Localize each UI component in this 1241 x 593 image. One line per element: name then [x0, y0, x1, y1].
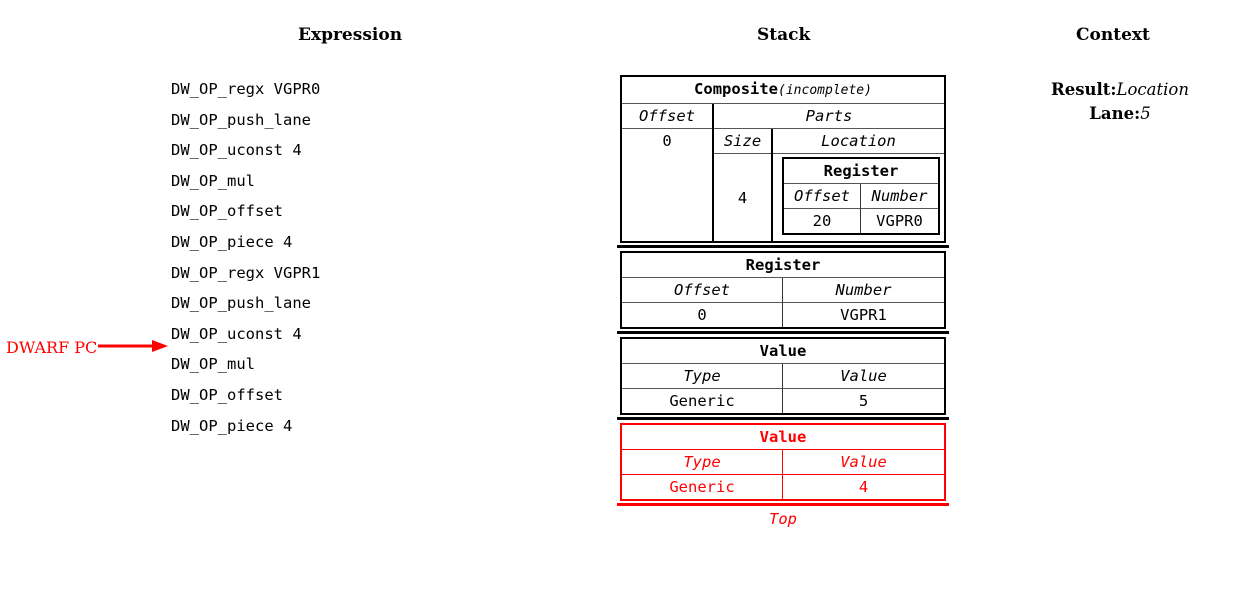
- stack-divider: [617, 245, 949, 248]
- value-value-header: Value: [783, 364, 944, 389]
- page-title-context: Context: [1076, 25, 1150, 45]
- register-number-header: Number: [783, 278, 944, 303]
- nested-register-title: Register: [784, 159, 938, 184]
- composite-incomplete-note: (incomplete): [778, 83, 872, 98]
- stack-top-caption: Top: [769, 510, 797, 528]
- expression-line: DW_OP_piece 4: [171, 232, 293, 251]
- register-number-value: VGPR1: [840, 306, 887, 324]
- value-top-value-header: Value: [783, 450, 944, 475]
- expression-line: DW_OP_uconst 4: [171, 324, 302, 343]
- register-box: Register Offset Number 0 VGPR1: [620, 251, 946, 329]
- composite-offset-value: 0: [662, 132, 672, 150]
- context-lane-label: Lane:: [1089, 104, 1141, 123]
- arrow-right-icon: [98, 338, 170, 357]
- register-offset-value: 0: [622, 303, 783, 327]
- value-top-type-value: Generic: [622, 475, 783, 499]
- context-block: Result:Location Lane:5: [1008, 78, 1232, 126]
- stack-entry-register[interactable]: Register Offset Number 0 VGPR1: [617, 251, 949, 334]
- context-result-row: Result:Location: [1008, 78, 1232, 102]
- composite-parts-header: Parts: [714, 104, 944, 129]
- value-value-value: 5: [858, 392, 869, 410]
- stack-entry-value-top[interactable]: Value Type Value Generic 4 Top: [617, 423, 949, 529]
- stack-entry-composite[interactable]: Composite(incomplete) Offset 0 Parts Siz…: [617, 75, 949, 248]
- dwarf-pc-marker: DWARF PC: [6, 338, 170, 357]
- stack-divider: [617, 331, 949, 334]
- expression-line: DW_OP_uconst 4: [171, 141, 302, 160]
- page-title-expression: Expression: [298, 25, 403, 45]
- value-type-header: Type: [622, 364, 783, 389]
- composite-title: Composite(incomplete): [622, 77, 944, 104]
- value-type-value: Generic: [622, 389, 783, 413]
- composite-box: Composite(incomplete) Offset 0 Parts Siz…: [620, 75, 946, 243]
- expression-line: DW_OP_push_lane: [171, 294, 311, 313]
- nested-register-number-header: Number: [861, 184, 938, 209]
- stack-entry-value[interactable]: Value Type Value Generic 5: [617, 337, 949, 420]
- dwarf-pc-label: DWARF PC: [6, 337, 98, 357]
- value-box: Value Type Value Generic 5: [620, 337, 946, 415]
- value-top-value-value: 4: [858, 478, 869, 496]
- context-result-value: Location: [1116, 80, 1189, 99]
- expression-line: DW_OP_regx VGPR0: [171, 80, 321, 98]
- composite-offset-header: Offset: [622, 104, 712, 129]
- composite-size-header: Size: [714, 129, 771, 154]
- composite-location-column: Location Register Offset Number: [773, 129, 944, 241]
- expression-list: DW_OP_regx VGPR0 DW_OP_push_lane DW_OP_u…: [171, 74, 320, 441]
- context-lane-row: Lane:5: [1008, 102, 1232, 126]
- composite-size-column: Size 4: [714, 129, 773, 241]
- register-offset-header: Offset: [622, 278, 783, 303]
- composite-offset-column: Offset 0: [622, 104, 714, 241]
- composite-nested-register-box: Register Offset Number 20 VGPR0: [782, 157, 940, 235]
- composite-location-header: Location: [773, 129, 944, 154]
- value-top-title: Value: [622, 425, 944, 450]
- value-box-highlighted: Value Type Value Generic 4: [620, 423, 946, 501]
- expression-line: DW_OP_regx VGPR1: [171, 263, 321, 282]
- stack-column: Composite(incomplete) Offset 0 Parts Siz…: [617, 75, 949, 529]
- expression-line: DW_OP_offset: [171, 202, 283, 221]
- expression-line: DW_OP_mul: [171, 171, 255, 190]
- stack-divider-top: [617, 503, 949, 506]
- page-title-stack: Stack: [757, 25, 811, 45]
- composite-size-value: 4: [737, 188, 748, 207]
- context-result-label: Result:: [1051, 80, 1117, 99]
- value-title: Value: [622, 339, 944, 364]
- expression-line: DW_OP_piece 4: [171, 416, 293, 435]
- expression-line: DW_OP_mul: [171, 355, 255, 374]
- stack-divider: [617, 417, 949, 420]
- nested-register-offset-header: Offset: [784, 184, 861, 209]
- expression-line: DW_OP_push_lane: [171, 110, 311, 129]
- nested-register-number-value: VGPR0: [876, 212, 923, 230]
- context-lane-value: 5: [1140, 104, 1151, 123]
- expression-line: DW_OP_offset: [171, 385, 283, 404]
- composite-parts-column: Parts Size 4 Location Register: [714, 104, 944, 241]
- register-title: Register: [622, 253, 944, 278]
- nested-register-offset-value: 20: [784, 209, 861, 233]
- value-top-type-header: Type: [622, 450, 783, 475]
